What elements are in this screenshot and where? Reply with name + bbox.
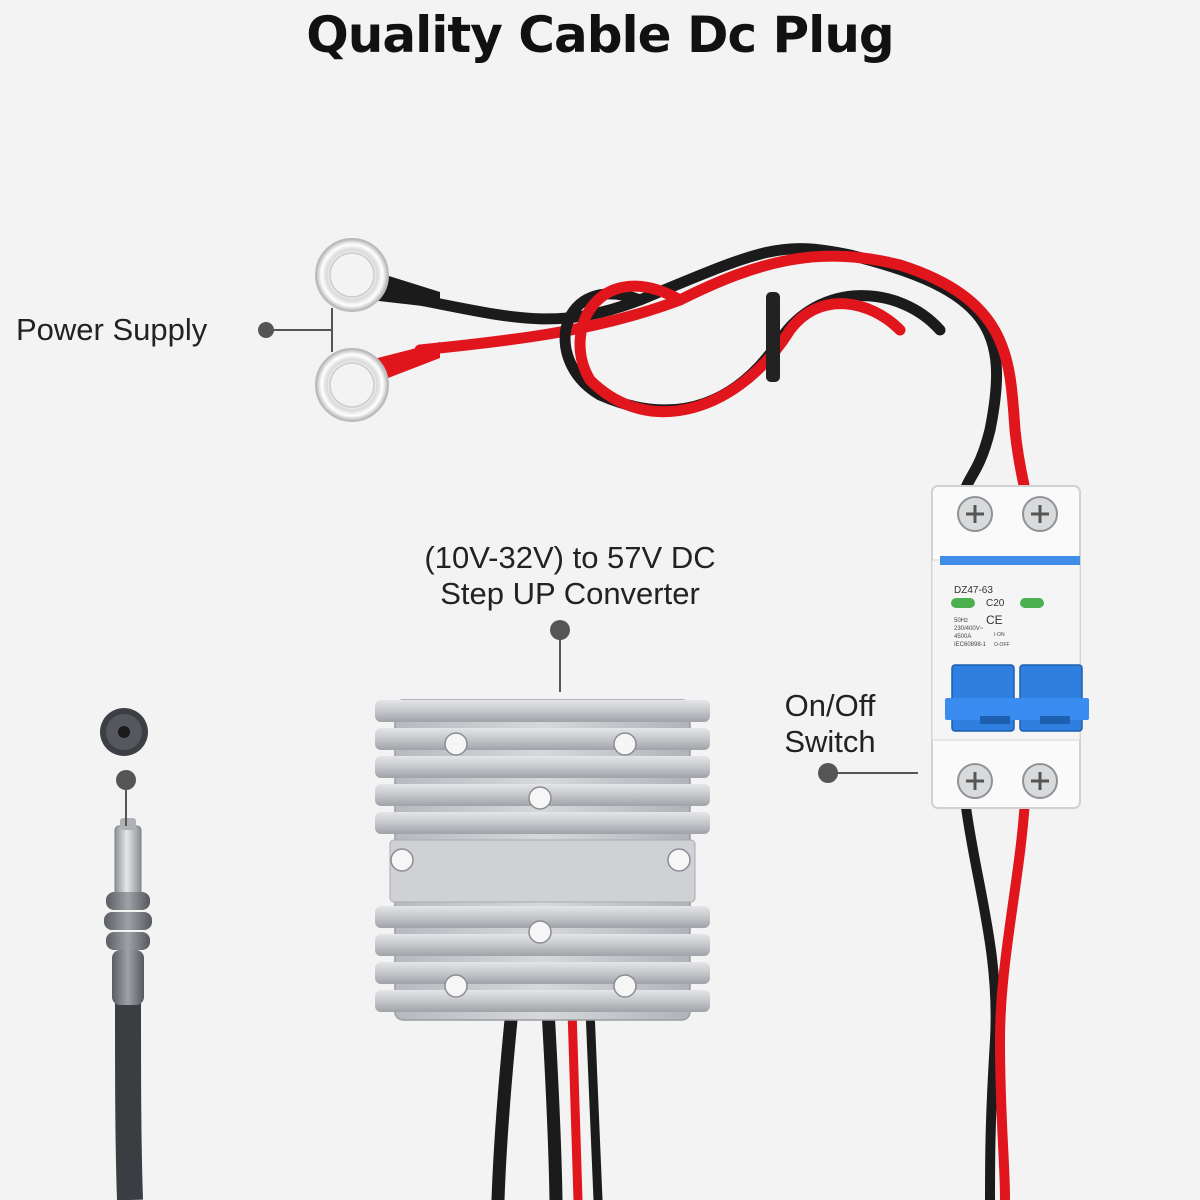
dc-plug xyxy=(104,818,152,1200)
breaker-on-text: I-ON xyxy=(994,632,1005,638)
switch-label: On/Off Switch xyxy=(760,688,900,760)
red-wire-inner xyxy=(574,280,906,418)
power-supply-label: Power Supply xyxy=(16,312,208,347)
ring-terminal-red xyxy=(315,342,440,422)
converter-label-line-2: Step UP Converter xyxy=(440,576,700,611)
breaker-levers xyxy=(945,664,1089,732)
breaker-top-screws xyxy=(957,496,1058,532)
breaker-off-text: O-OFF xyxy=(994,642,1010,648)
converter-cables xyxy=(491,1003,603,1200)
converter-label-line-1: (10V-32V) to 57V DC xyxy=(424,540,716,575)
power-supply-pointer xyxy=(258,308,333,352)
ring-terminal-black xyxy=(315,238,440,312)
breaker-output-wires xyxy=(960,795,1030,1200)
red-wire-loop xyxy=(414,250,1031,496)
breaker-bottom-screws xyxy=(957,763,1058,799)
breaker-ce-mark: CE xyxy=(986,613,1003,627)
circuit-breaker: DZ47-63 C20 50Hz CE 230/400V~ 4500A I-ON… xyxy=(931,485,1089,809)
page-title: Quality Cable Dc Plug xyxy=(306,6,894,64)
step-up-converter xyxy=(375,699,710,1021)
cable-tie xyxy=(766,292,780,382)
breaker-spec-1: 50Hz xyxy=(954,618,968,624)
switch-label-line-2: Switch xyxy=(784,724,876,759)
breaker-rating: C20 xyxy=(986,598,1005,609)
heatsink-fins xyxy=(375,700,710,1012)
dc-plug-pointer xyxy=(116,770,136,826)
breaker-spec-3: 4500A xyxy=(954,634,971,640)
power-cable-loop xyxy=(414,243,1031,496)
breaker-model: DZ47-63 xyxy=(954,585,993,596)
converter-screws xyxy=(390,732,691,998)
converter-label: (10V-32V) to 57V DC Step UP Converter xyxy=(380,540,760,612)
dc-plug-end-view xyxy=(100,708,148,756)
converter-pointer xyxy=(550,620,570,692)
plug-strain-relief xyxy=(104,892,152,1005)
switch-label-line-1: On/Off xyxy=(784,688,876,723)
switch-pointer xyxy=(818,763,918,783)
breaker-spec-4: IEC60898-1 xyxy=(954,642,987,648)
breaker-spec-2: 230/400V~ xyxy=(954,626,984,632)
